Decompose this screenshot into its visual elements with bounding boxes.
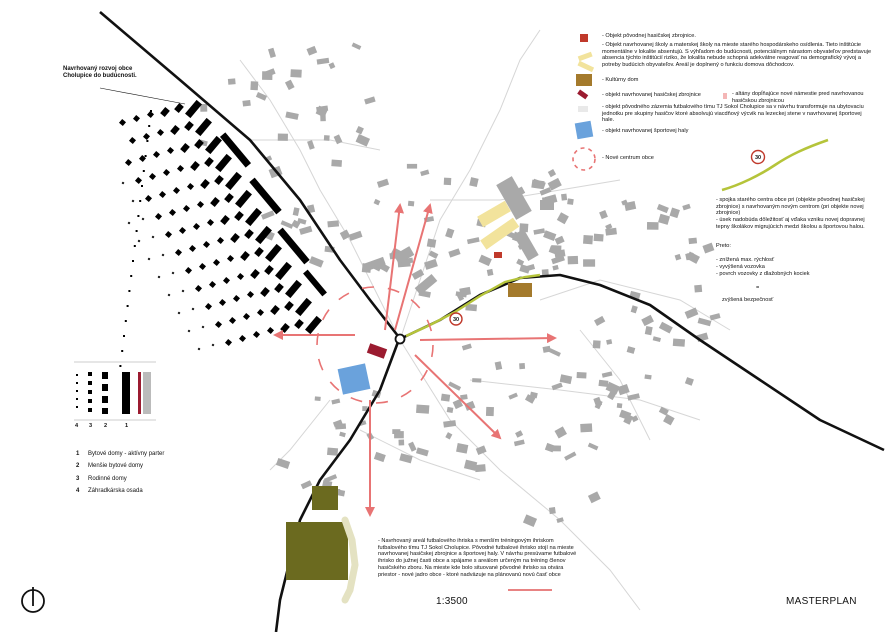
- svg-text:30: 30: [453, 317, 459, 323]
- special-buildings: [286, 200, 532, 604]
- legend-football-base: - objekt pôvodného zázemia futbalového t…: [602, 104, 864, 124]
- old-fire-station: [494, 252, 502, 258]
- new-fire-station: [366, 343, 388, 359]
- football-note: - Navrhovaný areál futbalového ihriska s…: [378, 538, 577, 578]
- connection-equals: =: [756, 285, 760, 291]
- legend-new-centre: - Nové centrum obce: [602, 155, 654, 161]
- road-northwest: [99, 11, 400, 337]
- sports-hall: [337, 363, 371, 395]
- legend-fire-station: - Objekt pôvodnej hasičskej zbrojnice.: [602, 33, 696, 39]
- legend-col-3: 3: [89, 423, 93, 429]
- culture-house: [508, 283, 532, 297]
- football-pitch-large: [286, 522, 348, 580]
- connection-item-speed: - znížená max. rýchlosť: [716, 257, 775, 263]
- legend-col-2: 2: [104, 423, 108, 429]
- connection-item-raised: - vyvýšená vozovka: [716, 264, 765, 270]
- legend-col-4: 4: [75, 423, 79, 429]
- secondary-roads: [239, 29, 731, 611]
- development-note: Navrhovaný rozvoj obce Cholupice do budú…: [63, 66, 137, 79]
- legend-green-road: [721, 138, 829, 192]
- legend-new-fire-station: - objekt navrhovanej hasičskej zbrojnice: [602, 92, 701, 98]
- new-core-highlight: nové jadro obce: [401, 571, 442, 578]
- connection-result: zvýšená bezpečnosť: [722, 297, 774, 303]
- map-scale: 1:3500: [436, 596, 468, 607]
- connection-note-line2: - úsek nadobúda dôležitosť aj vďaka vzni…: [716, 217, 865, 230]
- speed-limit-sign-legend: 30: [750, 149, 766, 165]
- road-south: [274, 341, 400, 632]
- legend-swatches: [572, 34, 727, 171]
- legend-culture-house: - Kultúrny dom: [602, 77, 639, 83]
- north-arrow-icon: [21, 587, 45, 613]
- legend-sports-hall: - objekt navrhovanej športovej haly: [602, 128, 689, 134]
- connection-note-line1: - spojka starého centra obce pri (objekt…: [716, 197, 865, 217]
- existing-buildings: [199, 42, 721, 528]
- new-centre-circle: [316, 286, 434, 404]
- football-pitch-small: [312, 486, 338, 510]
- masterplan-title: MASTERPLAN: [786, 596, 857, 607]
- school-building-a: [477, 200, 511, 228]
- connection-item-surface: - povrch vozovky z dlažobných kociek: [716, 271, 810, 277]
- legend-school: - Objekt navrhovanej školy a materskej š…: [602, 42, 872, 69]
- svg-text:30: 30: [755, 155, 761, 161]
- building-type-legend-graphic: [74, 361, 156, 421]
- legend-col-1: 1: [125, 423, 129, 429]
- school-building-b: [480, 217, 520, 250]
- speed-limit-sign-map: 30: [449, 312, 463, 326]
- junction-roundabout: [394, 333, 406, 345]
- connection-note-preto: Preto:: [716, 243, 731, 249]
- development-leader-line: [99, 87, 186, 105]
- proposed-residential-blocks: [118, 99, 327, 367]
- legend-altany: - altány dopĺňajúce nové námestie pred n…: [732, 91, 864, 104]
- radial-arrows: [273, 203, 557, 517]
- pitch-track: [341, 516, 359, 604]
